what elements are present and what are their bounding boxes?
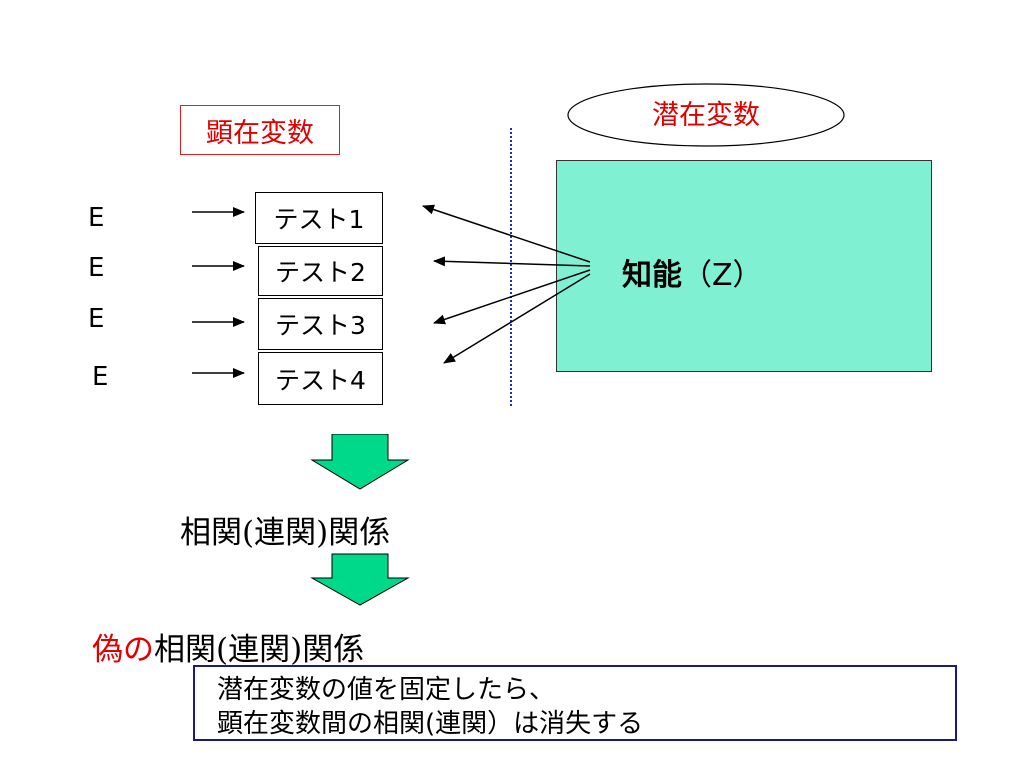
down-arrow-2 <box>310 553 410 606</box>
loading-arrow-1 <box>422 204 591 263</box>
error-label-4: E <box>92 362 109 392</box>
test-box-2: テスト2 <box>258 246 383 296</box>
divider-line <box>510 128 512 406</box>
test-box-1: テスト1 <box>255 192 383 244</box>
correlation-text: 相関(連関)関係 <box>180 515 391 551</box>
test-box-4: テスト4 <box>258 352 383 405</box>
test-box-3: テスト3 <box>258 298 383 350</box>
loading-arrow-3 <box>433 269 591 325</box>
error-label-3: E <box>88 304 105 334</box>
manifest-variable-label: 顕在変数 <box>180 105 340 155</box>
latent-factor-name: 知能 <box>622 258 682 293</box>
latent-factor-box <box>556 160 932 372</box>
error-label-2: E <box>88 253 105 283</box>
latent-factor-label: 知能（Z） <box>622 250 763 294</box>
loading-arrow-2 <box>433 256 591 267</box>
latent-variable-label: 潜在変数 <box>652 99 760 131</box>
note-box: 潜在変数の値を固定したら、 顕在変数間の相関(連関）は消失する <box>193 665 957 741</box>
loading-arrow-4 <box>443 273 591 364</box>
spurious-rest: 相関(連関)関係 <box>154 632 365 668</box>
latent-factor-symbol: （Z） <box>682 258 763 293</box>
spurious-correlation-text: 偽の相関(連関)関係 <box>92 624 364 669</box>
spurious-prefix: 偽の <box>92 632 154 668</box>
error-label-1: E <box>88 203 105 233</box>
latent-variable-ellipse <box>567 83 845 147</box>
note-line-1: 潜在変数の値を固定したら、 <box>217 675 556 705</box>
note-line-2: 顕在変数間の相関(連関）は消失する <box>217 709 644 739</box>
down-arrow-1 <box>310 434 410 490</box>
